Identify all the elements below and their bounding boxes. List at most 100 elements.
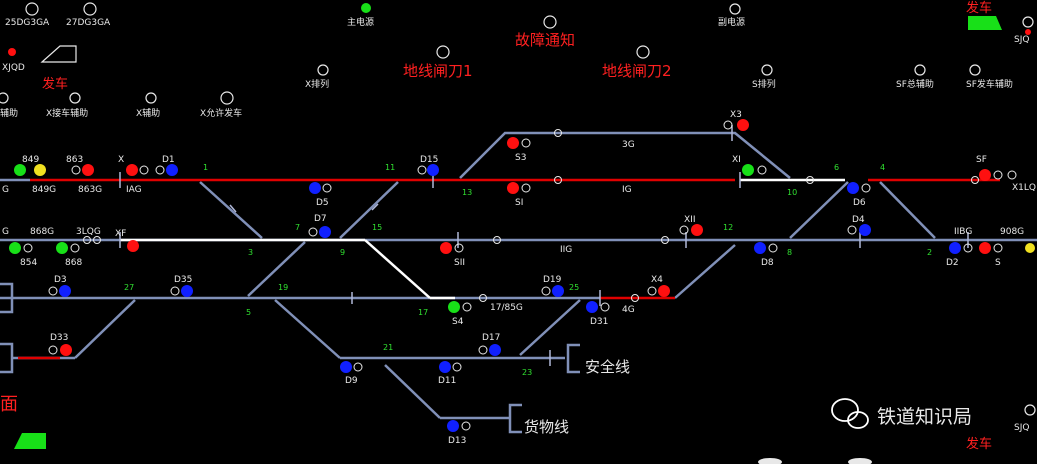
crossover-1[interactable] xyxy=(199,181,263,239)
signal-d13[interactable] xyxy=(447,420,459,432)
switch-5[interactable]: 5 xyxy=(246,308,251,317)
depart-outline-left[interactable] xyxy=(40,45,77,63)
signal-d15[interactable] xyxy=(427,164,439,176)
lamp-25dg[interactable] xyxy=(25,2,39,16)
switch-25[interactable]: 25 xyxy=(569,283,579,292)
switch-9[interactable]: 9 xyxy=(340,248,345,257)
switch-10[interactable]: 10 xyxy=(787,188,797,197)
crossover-10[interactable] xyxy=(789,181,849,239)
track-3g[interactable] xyxy=(459,131,791,179)
signal-s[interactable] xyxy=(979,242,991,254)
crossover-17[interactable] xyxy=(364,239,431,299)
switch-2[interactable]: 2 xyxy=(927,248,932,257)
switch-17[interactable]: 17 xyxy=(418,308,428,317)
joint-markers xyxy=(83,129,979,302)
switch-7[interactable]: 7 xyxy=(295,223,300,232)
insulation-joints xyxy=(119,125,969,366)
crossover-2[interactable] xyxy=(879,181,936,239)
signal-s4[interactable] xyxy=(448,301,460,313)
switch-1[interactable]: 1 xyxy=(203,163,208,172)
indicator-lamps[interactable] xyxy=(0,2,1036,416)
signal-x4[interactable] xyxy=(658,285,670,297)
lamp-x-row[interactable] xyxy=(317,64,329,76)
switch-12[interactable]: 12 xyxy=(723,223,733,232)
branch-freight[interactable] xyxy=(384,364,441,419)
signal-d7[interactable] xyxy=(319,226,331,238)
signal-849[interactable] xyxy=(34,164,46,176)
label-sd1: D1 xyxy=(162,155,175,165)
signal-sii[interactable] xyxy=(440,242,452,254)
label-1ag: IAG xyxy=(126,185,142,195)
signal-d33[interactable] xyxy=(60,344,72,356)
depart-button-bottom[interactable] xyxy=(14,433,46,449)
signal-d35[interactable] xyxy=(181,285,193,297)
signal-d5[interactable] xyxy=(309,182,321,194)
signal-x[interactable] xyxy=(126,164,138,176)
signal-xi[interactable] xyxy=(742,164,754,176)
lamp-sf-depart[interactable] xyxy=(969,64,981,76)
branch-5[interactable] xyxy=(274,299,341,359)
lamp-x-allow[interactable] xyxy=(220,91,234,105)
lamp-sjq-top[interactable] xyxy=(1022,16,1034,28)
switch-27[interactable]: 27 xyxy=(124,283,134,292)
lamp-knife-2[interactable] xyxy=(636,45,650,59)
signal-d9[interactable] xyxy=(340,361,352,373)
signal-s3[interactable] xyxy=(507,137,519,149)
switch-19[interactable]: 19 xyxy=(278,283,288,292)
signal-sf[interactable] xyxy=(979,169,991,181)
label-2g: IIG xyxy=(560,245,572,255)
signal-d8[interactable] xyxy=(754,242,766,254)
branch-23[interactable] xyxy=(519,299,581,356)
switch-13[interactable]: 13 xyxy=(462,188,472,197)
signal-yellow-right[interactable] xyxy=(1025,243,1035,253)
lamp-main-power[interactable] xyxy=(361,3,371,13)
signal-d31[interactable] xyxy=(586,301,598,313)
lamp-sf-assist[interactable] xyxy=(914,64,926,76)
label-sd3: D3 xyxy=(54,275,67,285)
switch-6[interactable]: 6 xyxy=(834,163,839,172)
lamp-s-row[interactable] xyxy=(761,64,773,76)
crossover-3[interactable] xyxy=(247,241,306,297)
label-x-assist: X辅助 xyxy=(136,107,160,119)
switch-15[interactable]: 15 xyxy=(372,223,382,232)
lamp-knife-1[interactable] xyxy=(436,45,450,59)
depart-button-top[interactable] xyxy=(968,16,1002,30)
signal-868[interactable] xyxy=(56,242,68,254)
switch-8[interactable]: 8 xyxy=(787,248,792,257)
switch-11[interactable]: 11 xyxy=(385,163,395,172)
switch-21[interactable]: 21 xyxy=(383,343,393,352)
lamp-sjq-bottom[interactable] xyxy=(1024,404,1036,416)
signals[interactable] xyxy=(9,119,1035,432)
lamp-xjqd[interactable] xyxy=(8,48,16,56)
lamp-27dg[interactable] xyxy=(83,2,97,16)
signal-x3[interactable] xyxy=(737,119,749,131)
label-ssi: SI xyxy=(515,198,523,208)
freight-buffer xyxy=(508,403,522,434)
switch-23[interactable]: 23 xyxy=(522,368,532,377)
label-sxi: XI xyxy=(732,155,741,165)
lamp-assist-left[interactable] xyxy=(0,92,9,104)
signal-d1[interactable] xyxy=(166,164,178,176)
signal-d11[interactable] xyxy=(439,361,451,373)
signal-d2[interactable] xyxy=(949,242,961,254)
signal-xf[interactable] xyxy=(127,240,139,252)
signal-si[interactable] xyxy=(507,182,519,194)
switch-4[interactable]: 4 xyxy=(880,163,885,172)
lamp-x-accept[interactable] xyxy=(69,92,81,104)
signal-d19[interactable] xyxy=(552,285,564,297)
signal-d3[interactable] xyxy=(59,285,71,297)
signal-green-g[interactable] xyxy=(14,164,26,176)
lamp-x-assist[interactable] xyxy=(145,92,157,104)
switch-3[interactable]: 3 xyxy=(248,248,253,257)
signal-854[interactable] xyxy=(9,242,21,254)
signal-xii[interactable] xyxy=(691,224,703,236)
signal-863[interactable] xyxy=(82,164,94,176)
lamp-fault[interactable] xyxy=(543,15,557,29)
signal-d17[interactable] xyxy=(489,344,501,356)
signal-d6[interactable] xyxy=(847,182,859,194)
signal-d4[interactable] xyxy=(859,224,871,236)
lamp-sub-power[interactable] xyxy=(729,3,741,15)
branch-27[interactable] xyxy=(74,299,136,359)
track-4g-right[interactable] xyxy=(674,244,736,299)
crossover-11[interactable] xyxy=(339,181,399,239)
